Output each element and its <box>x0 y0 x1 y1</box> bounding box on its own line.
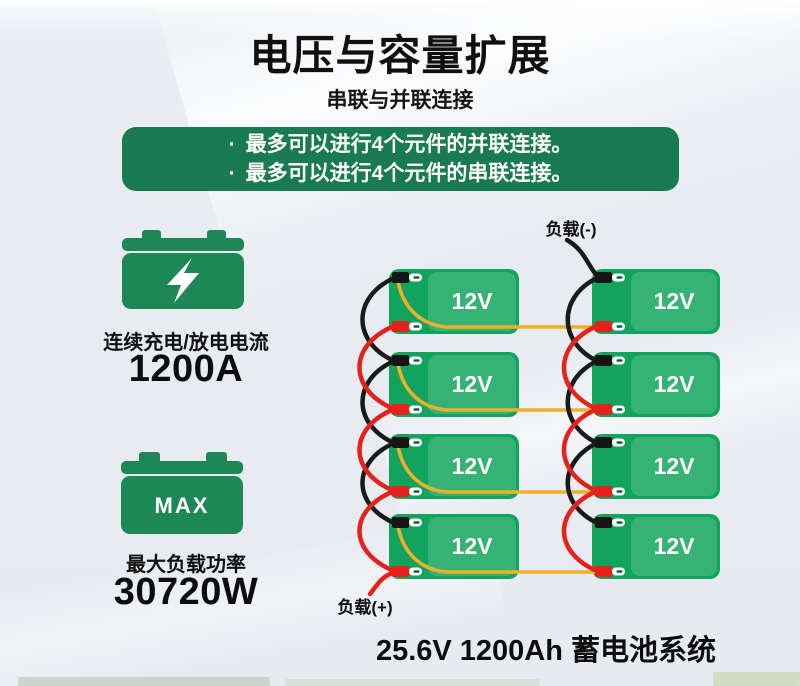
red-parallel-wires <box>357 323 600 597</box>
battery-voltage-label: 12V <box>452 288 494 314</box>
spec-label: 最大负载功率 <box>126 554 246 576</box>
battery-voltage-label: 12V <box>452 453 494 479</box>
page-subtitle: 串联与并联连接 <box>326 89 474 112</box>
spec-value: 30720W <box>113 571 259 613</box>
yellow-series-wires <box>396 279 599 574</box>
bullet-dot: · <box>228 161 236 185</box>
load-negative-wire <box>564 237 600 279</box>
load-negative-label: 负载(-) <box>545 220 597 239</box>
battery-voltage-label: 12V <box>452 371 494 397</box>
load-positive-wire <box>367 569 397 597</box>
info-bullet-text: 最多可以进行4个元件的串联连接。 <box>245 161 573 185</box>
battery-lightning-icon <box>122 230 244 309</box>
battery-voltage-label: 12V <box>654 288 696 314</box>
battery-voltage-label: 12V <box>654 371 696 397</box>
battery-max-icon: MAX <box>121 452 243 534</box>
info-bullet-line: · 最多可以进行4个元件的并联连接。 <box>122 131 679 159</box>
info-bullet-text: 最多可以进行4个元件的并联连接。 <box>245 132 573 156</box>
next-panel-fragment <box>285 679 540 686</box>
spec-label: 连续充电/放电电流 <box>103 332 269 354</box>
battery-voltage-label: 12V <box>452 533 494 559</box>
load-positive-label: 负载(+) <box>337 598 393 617</box>
battery-voltage-label: 12V <box>654 533 696 559</box>
battery-terminals <box>392 272 625 577</box>
spec-max-load-power: MAX 最大负载功率 30720W <box>36 452 336 622</box>
spec-continuous-current: 连续充电/放电电流 1200A <box>36 230 336 400</box>
spec-value: 1200A <box>128 348 244 390</box>
next-panel-fragment <box>713 672 800 686</box>
lightning-bolt-icon <box>167 258 199 303</box>
black-parallel-wires <box>360 237 600 526</box>
diagram-caption: 25.6V 1200Ah 蓄电池系统 <box>375 635 717 667</box>
max-icon-text: MAX <box>155 493 210 518</box>
bullet-dot: · <box>228 132 236 156</box>
info-box: · 最多可以进行4个元件的并联连接。 · 最多可以进行4个元件的串联连接。 <box>122 127 679 191</box>
info-bullet-line: · 最多可以进行4个元件的串联连接。 <box>122 160 679 188</box>
next-panel-fragment <box>18 677 270 686</box>
battery-voltage-label: 12V <box>654 453 696 479</box>
battery-bodies: 12V 12V 12V 12V 12V 12V <box>389 269 720 579</box>
page-title: 电压与容量扩展 <box>249 32 551 79</box>
